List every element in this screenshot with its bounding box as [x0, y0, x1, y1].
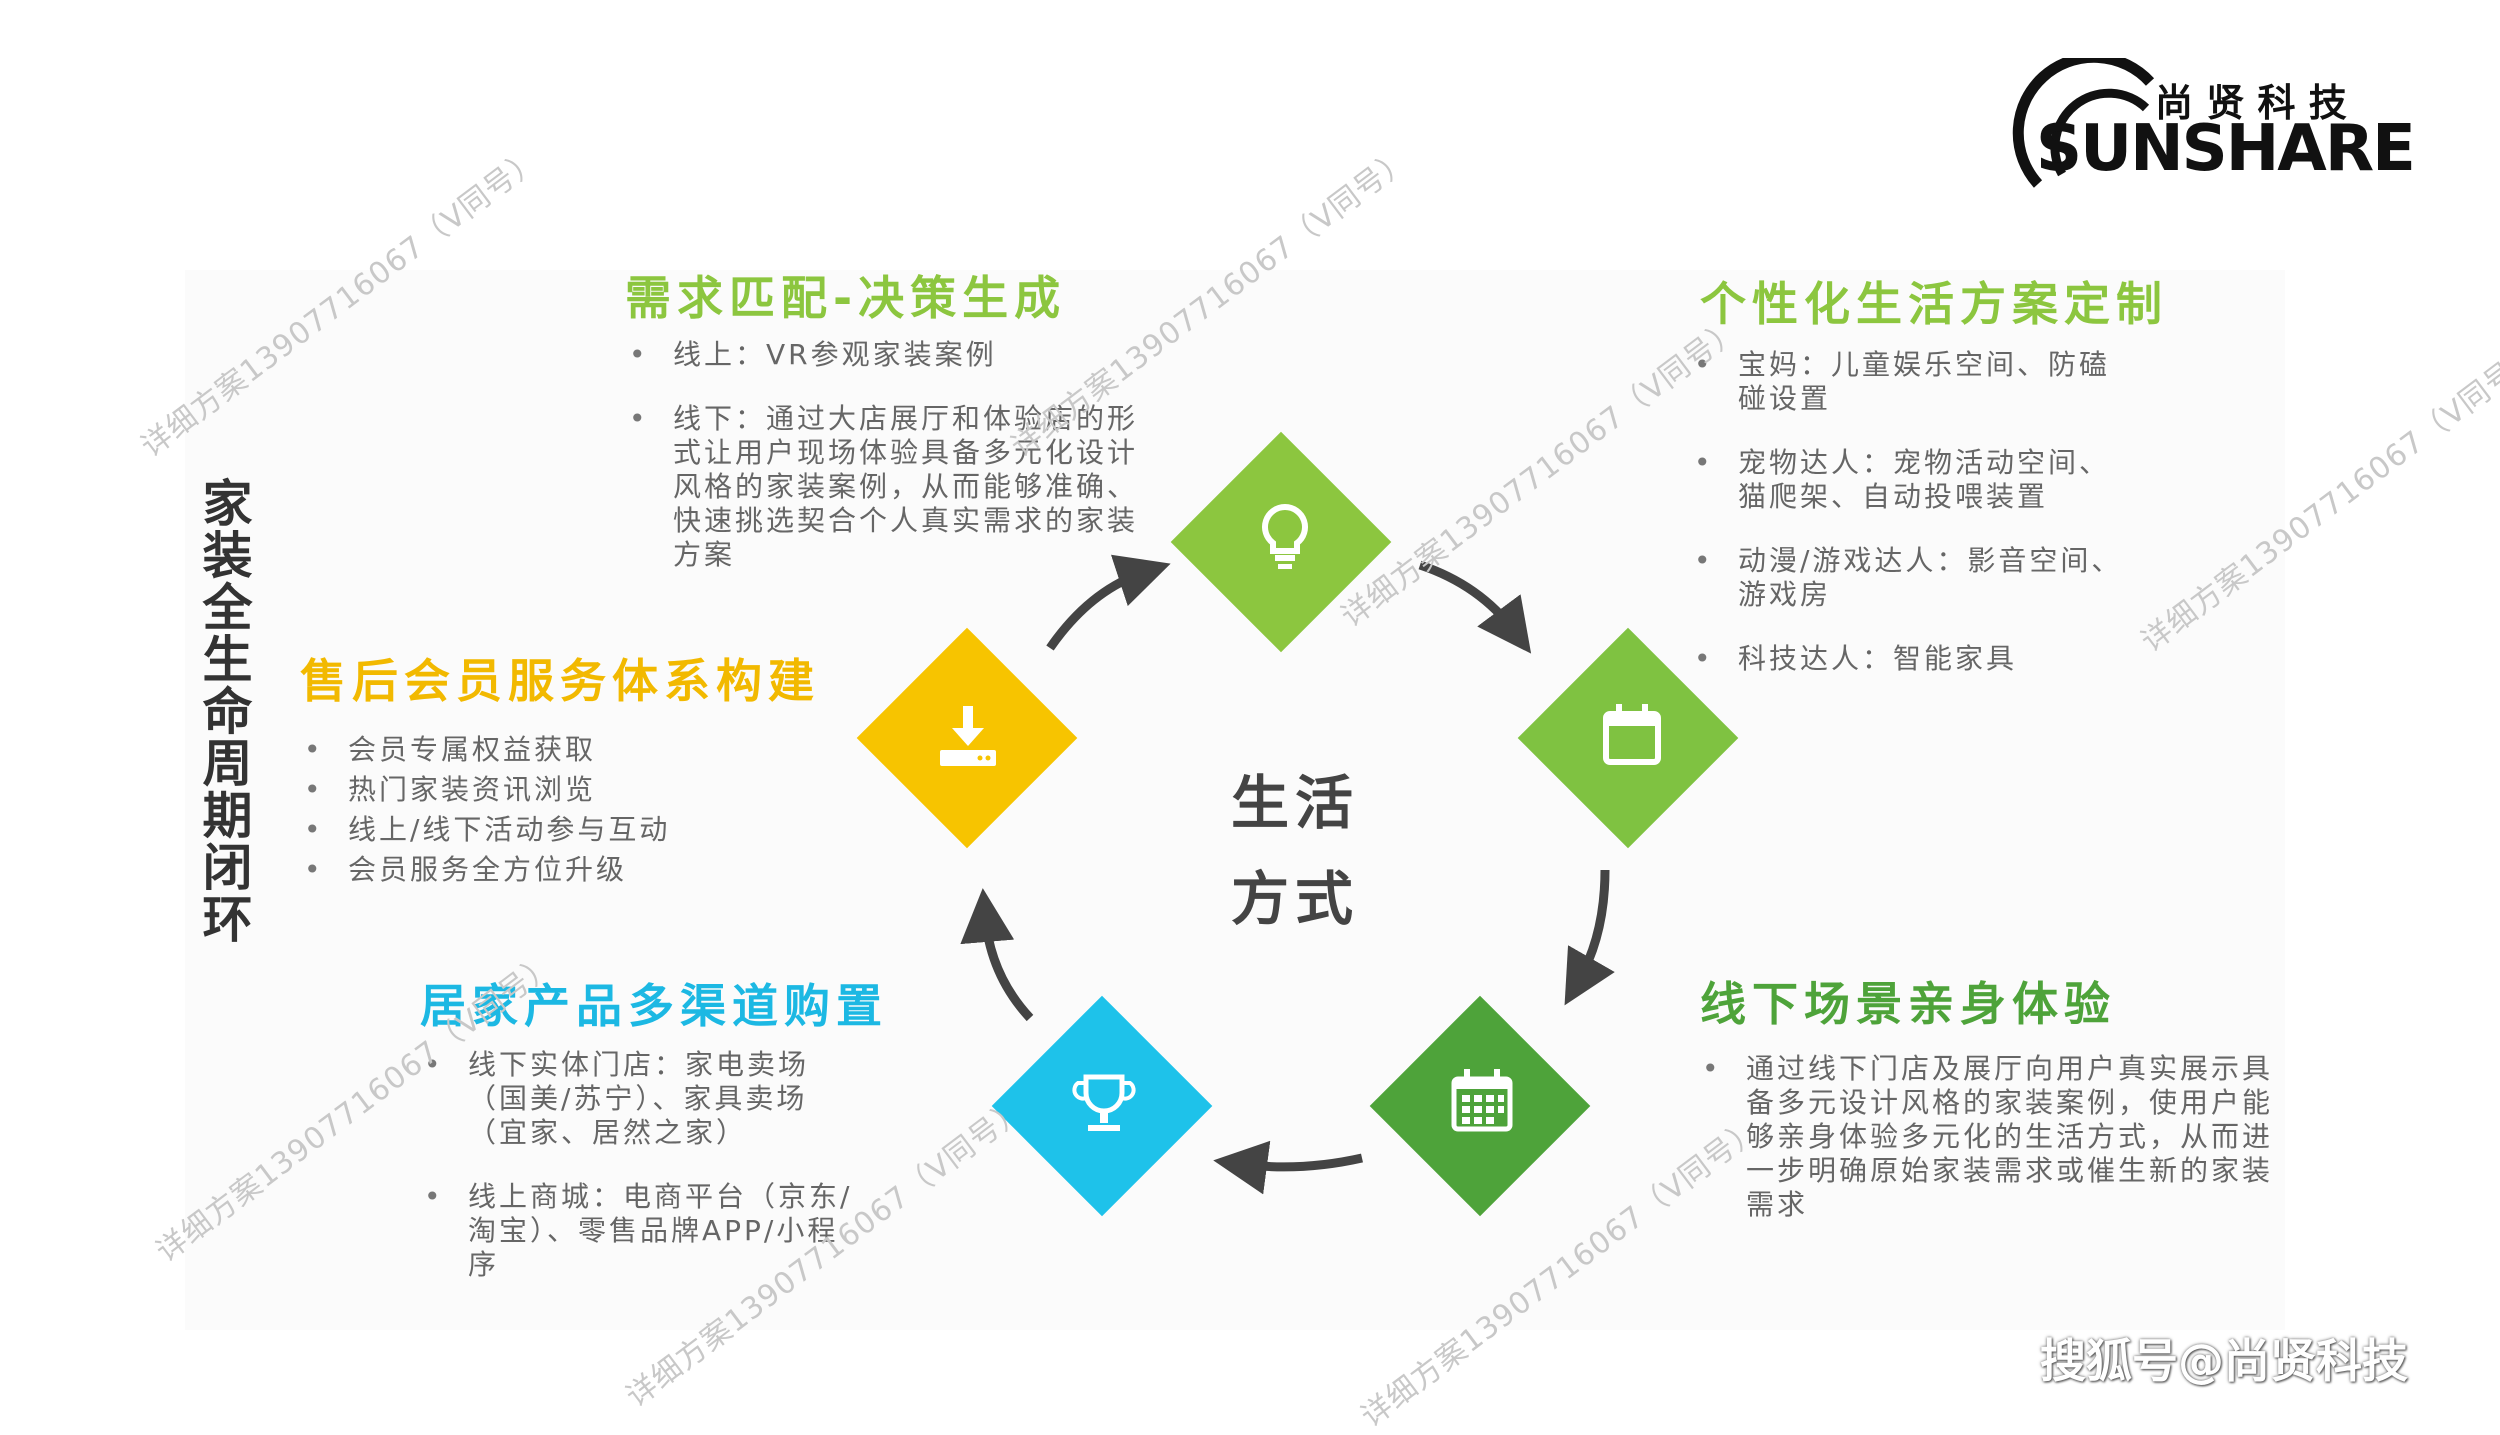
list-item: 宠物达人：宠物活动空间、猫爬架、自动投喂装置 — [1690, 446, 2130, 514]
arrow-right — [1564, 869, 1615, 1006]
center-line-1: 生活 — [1230, 769, 1359, 837]
center-line-2: 方式 — [1230, 865, 1359, 933]
list-item: 会员专属权益获取 — [300, 730, 860, 770]
demand-title: 需求匹配-决策生成 — [625, 271, 1067, 325]
trophy-icon — [1072, 1074, 1136, 1131]
side-title-char: 闭 — [202, 839, 254, 897]
brand-cn: 尚 贤 科 技 — [2155, 81, 2347, 125]
list-item: 通过线下门店及展厅向用户真实展示具备多元设计风格的家装案例，使用户能够亲身体验多… — [1698, 1052, 2278, 1222]
arrow-top-left — [1046, 554, 1171, 651]
footer-credit: 搜狐号@尚贤科技 — [2040, 1334, 2408, 1388]
demand-list: 线上：VR参观家装案例 线下：通过大店展厅和体验店的形式让用户现场体验具备多元化… — [625, 338, 1145, 602]
list-item: 线上：VR参观家装案例 — [625, 338, 1145, 372]
side-title: 家 装 全 生 命 周 期 闭 环 — [198, 478, 258, 946]
channels-title: 居家产品多渠道购置 — [420, 979, 888, 1033]
side-title-char: 装 — [202, 527, 254, 585]
list-item: 动漫/游戏达人：影音空间、游戏房 — [1690, 544, 2130, 612]
cycle-arrows — [960, 554, 1615, 1195]
center-label: 生活 方式 — [1195, 755, 1395, 947]
calendar-icon — [1603, 704, 1661, 765]
list-item: 会员服务全方位升级 — [300, 850, 860, 890]
side-title-char: 家 — [202, 475, 254, 533]
side-title-char: 环 — [202, 891, 254, 949]
aftersale-title: 售后会员服务体系构建 — [300, 654, 820, 708]
side-title-char: 全 — [202, 579, 254, 637]
offline-list: 通过线下门店及展厅向用户真实展示具备多元设计风格的家装案例，使用户能够亲身体验多… — [1698, 1052, 2278, 1222]
list-item: 热门家装资讯浏览 — [300, 770, 860, 810]
list-item: 线上/线下活动参与互动 — [300, 810, 860, 850]
channels-list: 线下实体门店：家电卖场（国美/苏宁）、家具卖场（宜家、居然之家） 线上商城：电商… — [420, 1048, 860, 1312]
list-item: 科技达人：智能家具 — [1690, 642, 2130, 676]
brand-en: SUNSHARE — [2036, 112, 2414, 186]
custom-list: 宝妈：儿童娱乐空间、防磕碰设置 宠物达人：宠物活动空间、猫爬架、自动投喂装置 动… — [1690, 348, 2130, 706]
side-title-char: 生 — [202, 631, 254, 689]
arrow-bottom — [1213, 1140, 1363, 1195]
list-item: 线上商城：电商平台（京东/淘宝）、零售品牌APP/小程序 — [420, 1180, 860, 1282]
side-title-char: 期 — [202, 787, 254, 845]
download-icon — [940, 706, 996, 766]
lightbulb-icon — [1262, 503, 1308, 569]
list-item: 线下实体门店：家电卖场（国美/苏宁）、家具卖场（宜家、居然之家） — [420, 1048, 860, 1150]
arrow-left — [960, 888, 1034, 1022]
sunshare-logo: 尚 贤 科 技 SUNSHARE — [2012, 58, 2416, 188]
aftersale-list: 会员专属权益获取 热门家装资讯浏览 线上/线下活动参与互动 会员服务全方位升级 — [300, 730, 860, 890]
side-title-char: 命 — [202, 683, 254, 741]
calendar-grid-icon — [1451, 1069, 1513, 1132]
list-item: 宝妈：儿童娱乐空间、防磕碰设置 — [1690, 348, 2130, 416]
offline-title: 线下场景亲身体验 — [1700, 977, 2116, 1031]
side-title-char: 周 — [202, 735, 254, 793]
arrow-top-right — [1418, 560, 1532, 654]
custom-title: 个性化生活方案定制 — [1700, 277, 2168, 331]
list-item: 线下：通过大店展厅和体验店的形式让用户现场体验具备多元化设计风格的家装案例，从而… — [625, 402, 1145, 572]
